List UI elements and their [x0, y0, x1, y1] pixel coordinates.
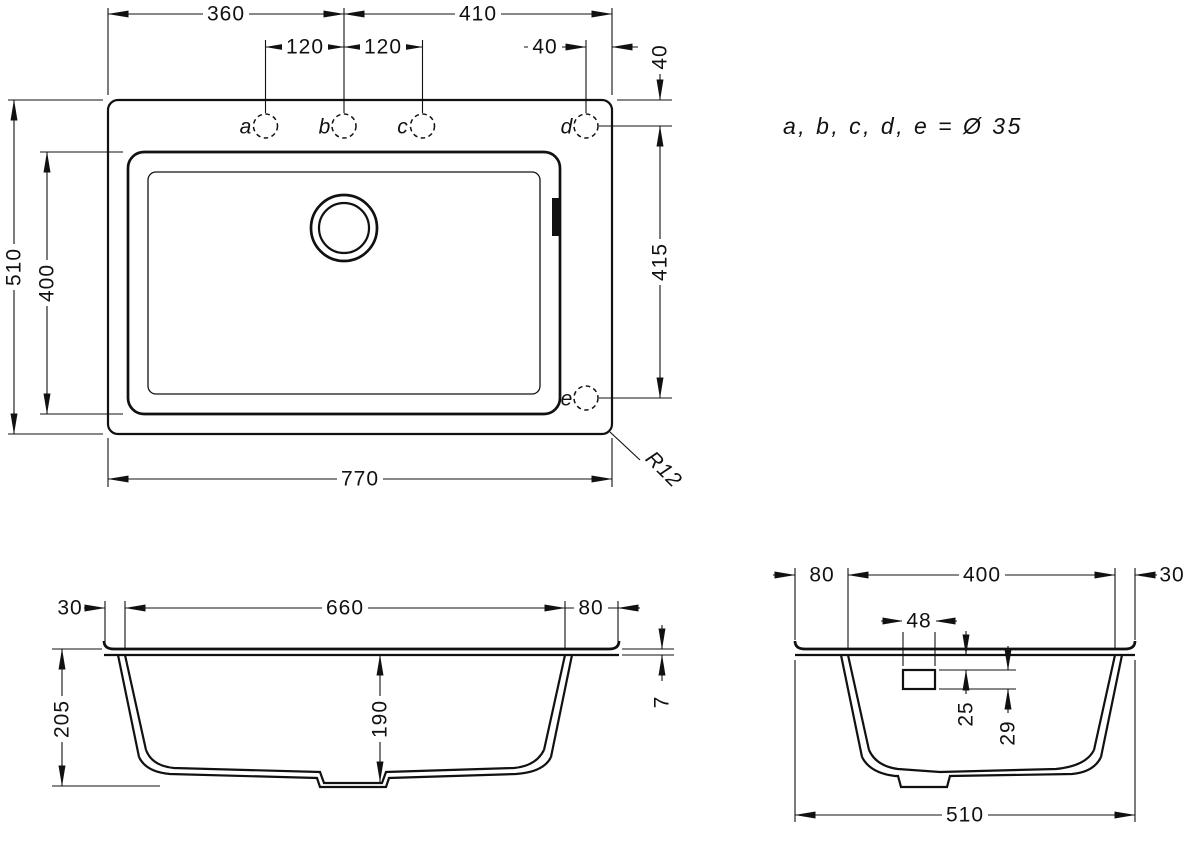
tap-holes: a b c d e — [240, 113, 599, 411]
dim-40-vertical: 40 — [649, 44, 672, 101]
sink-outline-top — [106, 98, 614, 436]
overflow-hole-outline — [901, 668, 937, 691]
tap-hole-e — [573, 385, 599, 411]
dim-label-25: 25 — [955, 701, 978, 726]
dim-410: 410 — [343, 3, 613, 26]
dim-label-40h: 40 — [532, 36, 557, 59]
dim-label-415: 415 — [649, 243, 672, 281]
tap-hole-d — [573, 113, 599, 139]
hole-label-b: b — [319, 116, 332, 139]
dim-row-80-400-30: 80 400 30 — [773, 564, 1184, 587]
sink-outer-rect — [106, 98, 614, 436]
bowl-bottom-inner-side — [867, 749, 1095, 774]
tap-hole-b — [331, 113, 357, 139]
dim-415: 415 — [649, 125, 672, 399]
hole-label-e: e — [561, 388, 574, 411]
dim-label-410: 410 — [459, 3, 497, 26]
dim-label-48: 48 — [906, 610, 931, 633]
right-wall-inner — [542, 654, 567, 751]
dim-510-side: 510 — [794, 804, 1136, 827]
dim-120-ab: 120 — [265, 36, 345, 59]
dim-label-29: 29 — [997, 720, 1020, 745]
side-section-view: 80 400 30 48 25 29 — [773, 564, 1184, 827]
dim-205-height: 205 — [51, 648, 74, 787]
dim-label-40v: 40 — [649, 44, 672, 69]
dim-40-horizontal: 40 — [524, 36, 638, 59]
dim-label-400-side: 400 — [963, 564, 1001, 587]
bowl-bottom-outer — [138, 756, 552, 789]
sink-outline-front — [102, 640, 621, 789]
dim-row-30-660-80: 30 660 80 — [57, 597, 640, 620]
dim-corner-radius: R12 — [609, 431, 687, 493]
dim-label-7: 7 — [651, 696, 674, 709]
drain-inner-circle — [317, 201, 371, 255]
dim-7-rim-thickness: 7 — [651, 625, 674, 708]
dim-25-overflow-offset: 25 — [955, 631, 978, 727]
dim-label-30-side: 30 — [1159, 564, 1184, 587]
hole-label-d: d — [561, 116, 574, 139]
tap-hole-c — [409, 113, 436, 139]
front-section-view: 30 660 80 7 205 190 — [51, 597, 674, 789]
dim-190-bowl-depth: 190 — [369, 654, 392, 783]
dim-770: 770 — [107, 468, 613, 491]
dim-label-120a: 120 — [286, 36, 324, 59]
top-view: a b c d e 360 — [3, 3, 1023, 493]
dim-400-topview: 400 — [36, 151, 59, 415]
tap-hole-a — [252, 113, 279, 139]
back-wall-outer — [1099, 654, 1124, 758]
dim-29-overflow-height: 29 — [997, 646, 1020, 746]
front-extension-lines — [52, 601, 674, 787]
hole-label-a: a — [240, 116, 253, 139]
bowl-bottom-inner — [144, 749, 545, 785]
left-wall-inner — [123, 654, 148, 751]
dim-label-190: 190 — [369, 700, 392, 738]
drain-outer-circle — [309, 193, 379, 263]
bowl-bottom-rect — [147, 171, 541, 395]
rim-top-line-side — [793, 640, 1137, 651]
dim-label-80-front: 80 — [578, 597, 603, 620]
dim-label-770: 770 — [341, 468, 379, 491]
front-wall-outer — [839, 654, 864, 758]
rim-top-line — [102, 640, 621, 651]
dim-label-80-side: 80 — [809, 564, 834, 587]
dim-510-topview: 510 — [3, 99, 26, 435]
dim-label-660: 660 — [326, 597, 364, 620]
dim-label-510-side: 510 — [946, 804, 984, 827]
front-wall-inner — [846, 654, 871, 751]
dim-label-510: 510 — [3, 248, 26, 286]
dim-360: 360 — [107, 3, 345, 26]
hole-diameter-legend: a, b, c, d, e = Ø 35 — [783, 113, 1023, 139]
hole-label-c: c — [397, 116, 409, 139]
dim-label-400: 400 — [36, 264, 59, 302]
overflow-mark — [552, 198, 560, 236]
dim-label-30-front: 30 — [57, 597, 82, 620]
dim-label-360: 360 — [207, 3, 245, 26]
left-wall-outer — [116, 654, 141, 758]
dim-label-205: 205 — [51, 700, 74, 738]
dim-label-120b: 120 — [364, 36, 402, 59]
dim-120-bc: 120 — [343, 36, 423, 59]
right-wall-outer — [549, 654, 574, 758]
side-extension-lines — [794, 568, 1136, 822]
bowl-rim-rect — [126, 150, 562, 416]
back-wall-inner — [1092, 654, 1117, 751]
dim-label-r12: R12 — [641, 447, 687, 493]
dim-48-overflow-width: 48 — [881, 610, 957, 633]
bowl-bottom-outer-side — [861, 756, 1102, 789]
